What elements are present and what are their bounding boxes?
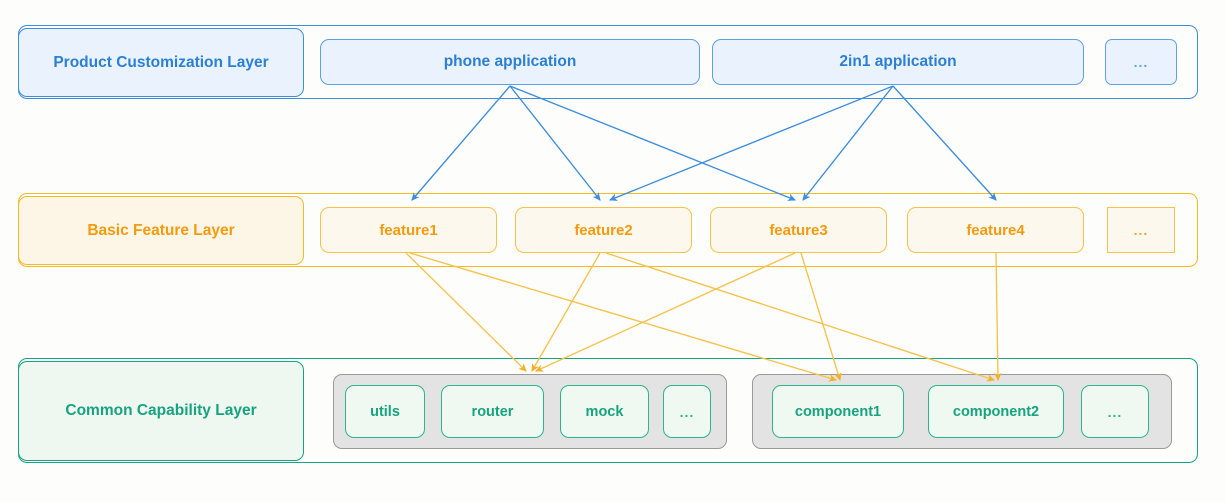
node-2in1-application[interactable]: 2in1 application [712, 39, 1084, 85]
product-layer-title: Product Customization Layer [18, 28, 304, 97]
node-phone-application[interactable]: phone application [320, 39, 700, 85]
edge-phone-to-feature3 [509, 85, 797, 201]
node-feature2[interactable]: feature2 [515, 207, 692, 253]
node-utils[interactable]: utils [345, 385, 425, 438]
feature-layer-title: Basic Feature Layer [18, 196, 304, 265]
edge-feature2-to-utility-group [531, 252, 601, 372]
edge-feature3-to-utility-group [535, 252, 796, 372]
node-feature3[interactable]: feature3 [710, 207, 887, 253]
node-component2[interactable]: component2 [928, 385, 1064, 438]
node-product-more[interactable]: ... [1105, 39, 1177, 85]
edge-2in1-to-feature2 [608, 85, 894, 201]
edge-phone-to-feature2 [509, 85, 601, 201]
node-feature4[interactable]: feature4 [907, 207, 1084, 253]
node-utility-more[interactable]: ... [663, 385, 711, 438]
edge-feature1-to-utility-group [405, 252, 527, 372]
edge-2in1-to-feature3 [802, 85, 894, 201]
edge-2in1-to-feature4 [892, 85, 997, 201]
node-feature-more[interactable]: ... [1107, 207, 1175, 253]
node-component1[interactable]: component1 [772, 385, 904, 438]
node-feature1[interactable]: feature1 [320, 207, 497, 253]
capability-layer-title: Common Capability Layer [18, 361, 304, 461]
node-component-more[interactable]: ... [1081, 385, 1149, 438]
edge-phone-to-feature1 [411, 85, 511, 201]
node-mock[interactable]: mock [560, 385, 649, 438]
node-router[interactable]: router [441, 385, 544, 438]
